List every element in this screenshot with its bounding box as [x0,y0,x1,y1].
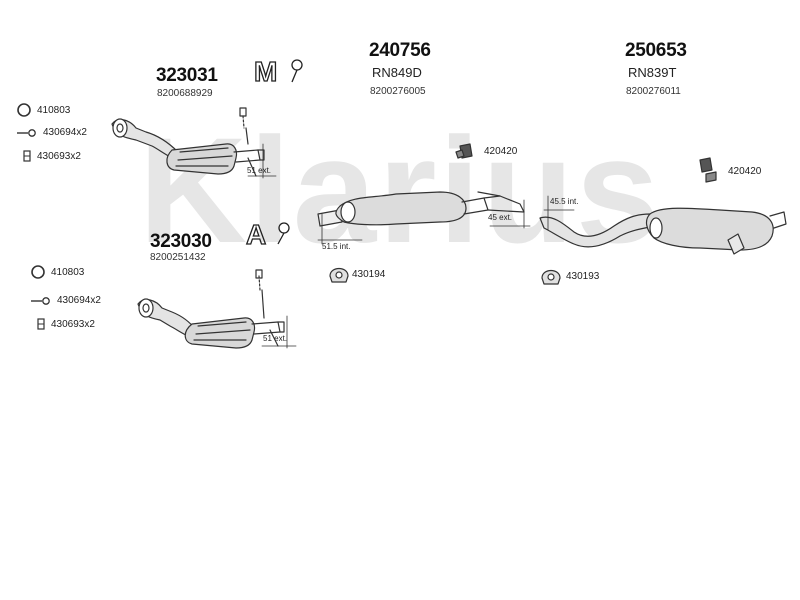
mount-label-rear: 430193 [566,271,599,282]
accessory-row: 430693x2 [36,318,95,330]
manufacturer-code-rear: RN839T [628,65,677,80]
hanger-420420-right [699,157,717,183]
accessory-row: 430694x2 [30,295,101,306]
automatic-type-icon: A [245,218,290,250]
mount-430194-drawing [329,267,349,283]
part-number-center: 240756 [369,40,431,61]
mount-code: 430193 [566,271,600,282]
ring-icon [31,265,45,279]
rear-silencer-drawing [489,195,787,255]
accessory-row: 430693x2 [22,150,81,162]
watermark-text: Klarius [139,106,662,274]
accessory-row: 410803 [16,102,70,118]
oem-number-bottom: 8200251432 [150,252,206,263]
bolt-icon [31,296,50,305]
oem-number-rear: 8200276011 [626,86,681,97]
center-silencer-drawing [317,191,525,245]
nut-icon [37,318,45,330]
part-number-bottom: 323030 [150,231,212,252]
accessory-code: 410803 [37,104,71,116]
accessory-row: 430694x2 [16,127,87,138]
hanger-420420-left [455,143,473,159]
accessory-code: 430694x2 [57,295,101,306]
oem-number-top: 8200688929 [157,88,213,99]
catalytic-converter-bottom [137,269,297,349]
dimension-label-bottom: 51 ext. [263,334,288,343]
hanger-label-right: 420420 [728,166,761,177]
oem-number-center: 8200276005 [370,86,426,97]
manufacturer-code-center: RN849D [372,65,422,80]
mount-code: 430194 [352,269,386,280]
accessory-row: 410803 [30,264,84,280]
part-number-top: 323031 [156,65,218,86]
manual-type-icon: M [253,55,303,88]
mount-430193-drawing [541,269,561,285]
nut-icon [23,150,31,162]
svg-text:M: M [254,56,277,87]
dimension-label-rear-ext: 45 ext. [488,213,513,222]
accessory-code: 430694x2 [43,127,87,138]
mount-label-center: 430194 [352,269,385,280]
hanger-code: 420420 [728,166,762,177]
dimension-label-center: 51.5 int. [322,242,351,251]
ring-icon [17,103,31,117]
hanger-code: 420420 [484,146,518,157]
svg-text:A: A [246,219,266,250]
catalytic-converter-top [111,107,277,179]
accessory-code: 410803 [51,266,85,278]
hanger-label-left: 420420 [484,146,517,157]
dimension-label-rear-int: 45.5 int. [550,197,579,206]
bolt-icon [17,128,36,137]
accessory-code: 430693x2 [51,318,95,330]
part-number-rear: 250653 [625,40,687,61]
accessory-code: 430693x2 [37,150,81,162]
dimension-label-top: 51 ext. [247,166,272,175]
